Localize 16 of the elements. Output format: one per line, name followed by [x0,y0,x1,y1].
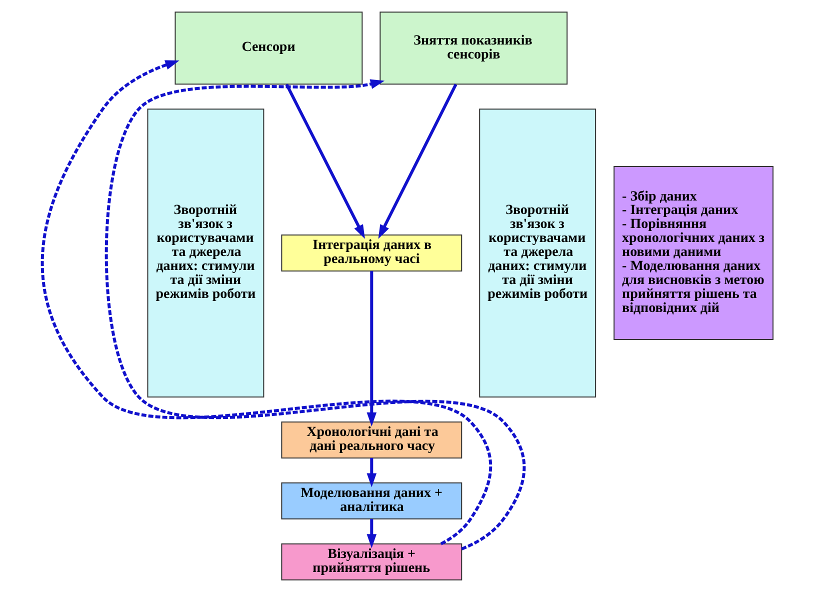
node-box: Хронологічні дані та дані реального часу [280,421,462,458]
arrow [284,84,364,239]
node-box: Зворотній зв'язок з користувачами та джерела даних: стимули та дії зміни режимів роботи [478,108,596,398]
arrow [366,458,376,488]
node-box: Моделювання даних + аналітика [280,482,462,520]
node-box: Зворотній зв'язок з користувачами та джерела даних: стимули та дії зміни режимів роботи [146,108,264,398]
node-box: Інтеграція даних в реальному часі [280,234,462,272]
node-box: Візуалізація + прийняття рішень [280,543,462,580]
node-box: Зняття показників сенсорів [379,12,568,85]
node-box: Сенсори [174,12,362,85]
node-box: - Збір даних - Інтеграція даних - Порівняння хронологічних даних з новими даними - Моделювання даних для висновків з метою прийняття рішень та відповідних дій [613,166,773,340]
arrow [366,518,376,548]
arrow [40,60,492,546]
arrow [366,271,376,426]
arrow [378,84,457,239]
arrow [104,79,525,550]
